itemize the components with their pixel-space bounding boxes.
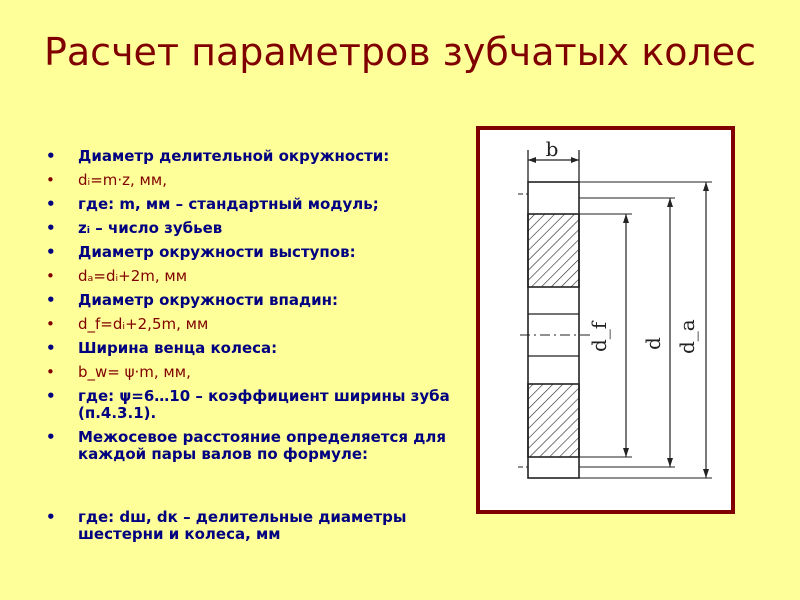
bullet-pitch-diameter-formula: dᵢ=m·z, мм, xyxy=(46,172,466,190)
bullet-root-diameter-heading: Диаметр окружности впадин: xyxy=(46,292,466,310)
bullet-pitch-diameter-heading: Диаметр делительной окружности: xyxy=(46,148,466,166)
bullet-tip-diameter-formula: dₐ=dᵢ+2m, мм xyxy=(46,268,466,286)
label-df: d_f xyxy=(587,320,611,352)
bullet-root-diameter-formula: d_f=dᵢ+2,5m, мм xyxy=(46,316,466,334)
extension-lines xyxy=(579,181,712,479)
label-b: b xyxy=(546,137,559,161)
bullet-face-width-coefficient: где: ψ=6…10 – коэффициент ширины зуба (п… xyxy=(46,388,466,422)
bullet-list: Диаметр делительной окружности: dᵢ=m·z, … xyxy=(46,148,466,550)
gear-drawing-frame: b d_f xyxy=(476,126,735,514)
width-dimension: b xyxy=(527,137,580,182)
label-da: d_a xyxy=(675,319,699,354)
bullet-center-distance: Межосевое расстояние определяется для ка… xyxy=(46,429,466,463)
bullet-face-width-formula: b_w= ψ·m, мм, xyxy=(46,364,466,382)
bullet-diameters-definition: где: dш, dк – делительные диаметры шесте… xyxy=(46,509,466,543)
upper-hatched-section xyxy=(527,213,580,288)
tip-diameter-dimension: d_a xyxy=(675,182,709,478)
gear-cross-section-drawing: b d_f xyxy=(518,137,712,479)
slide-title: Расчет параметров зубчатых колес xyxy=(43,30,757,74)
bullet-module-definition: где: m, мм – стандартный модуль; xyxy=(46,196,466,214)
gear-body xyxy=(518,181,590,479)
bullet-teeth-count: zᵢ – число зубьев xyxy=(46,220,466,238)
lower-hatched-section xyxy=(527,383,580,458)
root-diameter-dimension: d_f xyxy=(587,214,629,457)
bullet-tip-diameter-heading: Диаметр окружности выступов: xyxy=(46,244,466,262)
pitch-diameter-dimension: d xyxy=(641,198,673,467)
bullet-face-width-heading: Ширина венца колеса: xyxy=(46,340,466,358)
label-d: d xyxy=(641,337,665,350)
